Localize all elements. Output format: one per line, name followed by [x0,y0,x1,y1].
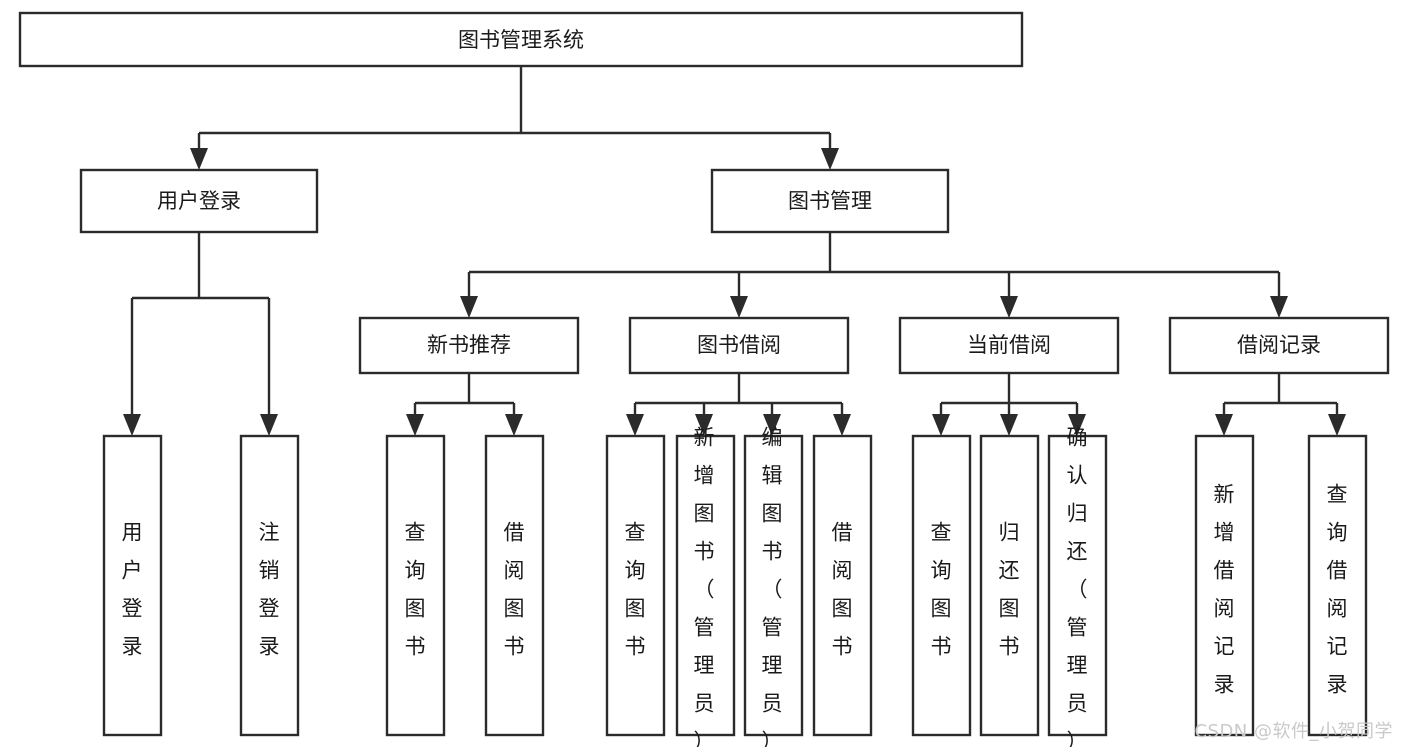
arrowhead-borrow [730,296,748,318]
leaf-node[interactable]: 注销登录 [239,434,300,737]
root-label: 图书管理系统 [458,28,584,52]
root-box[interactable] [18,11,1024,68]
arrowhead-user-login [190,148,208,170]
leaf-label-user-login: 用户登录 [122,521,143,659]
node-new-book-recommend[interactable]: 新书推荐 [358,316,580,375]
leaf-node[interactable]: 查询图书 [605,434,666,737]
user-login-box[interactable] [79,168,319,234]
leaf-node[interactable]: 新增借阅记录 [1194,434,1255,737]
leaf-box-borrow-book-b[interactable] [812,434,873,737]
node-root[interactable]: 图书管理系统 [18,11,1024,68]
leaf-box-query-book-b[interactable] [605,434,666,737]
arrowhead-borrow-leaf4 [833,414,851,436]
arrowhead-new-books [460,296,478,318]
user-login-label: 用户登录 [157,189,241,213]
leaf-box-query-borrow-record[interactable] [1307,434,1368,737]
arrowhead-current-leaf1 [932,414,950,436]
csdn-watermark: CSDN @软件_小贺同学 [1194,721,1393,742]
leaf-box-borrow-book-a[interactable] [484,434,545,737]
leaf-box-query-book-a[interactable] [385,434,446,737]
arrowhead-leaf-user-login [123,414,141,436]
leaf-label-borrow-book-a: 借阅图书 [504,521,525,659]
node-book-borrow[interactable]: 图书借阅 [628,316,850,375]
leaf-node[interactable]: 确认归还（管理员） [1047,426,1108,747]
leaf-node[interactable]: 用户登录 [102,434,163,737]
current-borrow-box[interactable] [898,316,1120,375]
arrowhead-borrow-leaf3 [763,414,781,436]
leaf-node[interactable]: 编辑图书（管理员） [743,426,804,747]
leaf-label-query-book-c: 查询图书 [931,521,952,659]
leaf-node[interactable]: 借阅图书 [812,434,873,737]
leaf-node[interactable]: 归还图书 [979,434,1040,737]
leaf-label-logout: 注销登录 [259,521,280,659]
arrowhead-leaf-logout [260,414,278,436]
arrowhead-records-leaf2 [1328,414,1346,436]
leaf-box-add-book-admin[interactable] [675,434,736,737]
leaf-label-return-book: 归还图书 [999,521,1020,659]
book-manage-label: 图书管理 [788,189,872,213]
borrow-records-label: 借阅记录 [1237,333,1321,357]
leaf-node[interactable]: 新增图书（管理员） [675,426,736,747]
leaf-label-confirm-return-admin: 确认归还（管理员） [1067,426,1088,747]
leaf-box-add-borrow-record[interactable] [1194,434,1255,737]
book-borrow-label: 图书借阅 [697,333,781,357]
leaf-label-query-book-b: 查询图书 [625,521,646,659]
leaf-label-add-book-admin: 新增图书（管理员） [694,426,715,747]
node-current-borrow[interactable]: 当前借阅 [898,316,1120,375]
leaf-node[interactable]: 查询借阅记录 [1307,434,1368,737]
leaf-box-confirm-return-admin[interactable] [1047,434,1108,737]
new-book-recommend-label: 新书推荐 [427,333,511,357]
leaf-box-query-book-c[interactable] [911,434,972,737]
leaf-label-borrow-book-b: 借阅图书 [832,521,853,659]
arrowhead-current [1000,296,1018,318]
node-borrow-records[interactable]: 借阅记录 [1168,316,1390,375]
leaf-box-logout[interactable] [239,434,300,737]
book-manage-box[interactable] [710,168,950,234]
book-borrow-box[interactable] [628,316,850,375]
arrowhead-newbooks-leaf1 [406,414,424,436]
leaf-node[interactable]: 借阅图书 [484,434,545,737]
node-user-login[interactable]: 用户登录 [79,168,319,234]
arrowhead-newbooks-leaf2 [505,414,523,436]
leaf-label-edit-book-admin: 编辑图书（管理员） [762,426,783,747]
node-book-manage[interactable]: 图书管理 [710,168,950,234]
current-borrow-label: 当前借阅 [967,333,1051,357]
arrowhead-borrow-leaf2 [695,414,713,436]
new-book-recommend-box[interactable] [358,316,580,375]
arrowhead-current-leaf3 [1068,414,1086,436]
arrowhead-book-manage [821,148,839,170]
leaf-label-query-book-a: 查询图书 [405,521,426,659]
arrowhead-records-leaf1 [1215,414,1233,436]
arrowhead-records [1270,296,1288,318]
connector-layer [123,66,1346,436]
arrowhead-borrow-leaf1 [626,414,644,436]
leaf-node[interactable]: 查询图书 [385,434,446,737]
leaf-node[interactable]: 查询图书 [911,434,972,737]
leaf-label-add-borrow-record: 新增借阅记录 [1214,483,1235,697]
leaf-label-query-borrow-record: 查询借阅记录 [1327,483,1348,697]
borrow-records-box[interactable] [1168,316,1390,375]
leaf-box-edit-book-admin[interactable] [743,434,804,737]
leaf-box-user-login[interactable] [102,434,163,737]
leaf-box-return-book[interactable] [979,434,1040,737]
arrowhead-current-leaf2 [1000,414,1018,436]
